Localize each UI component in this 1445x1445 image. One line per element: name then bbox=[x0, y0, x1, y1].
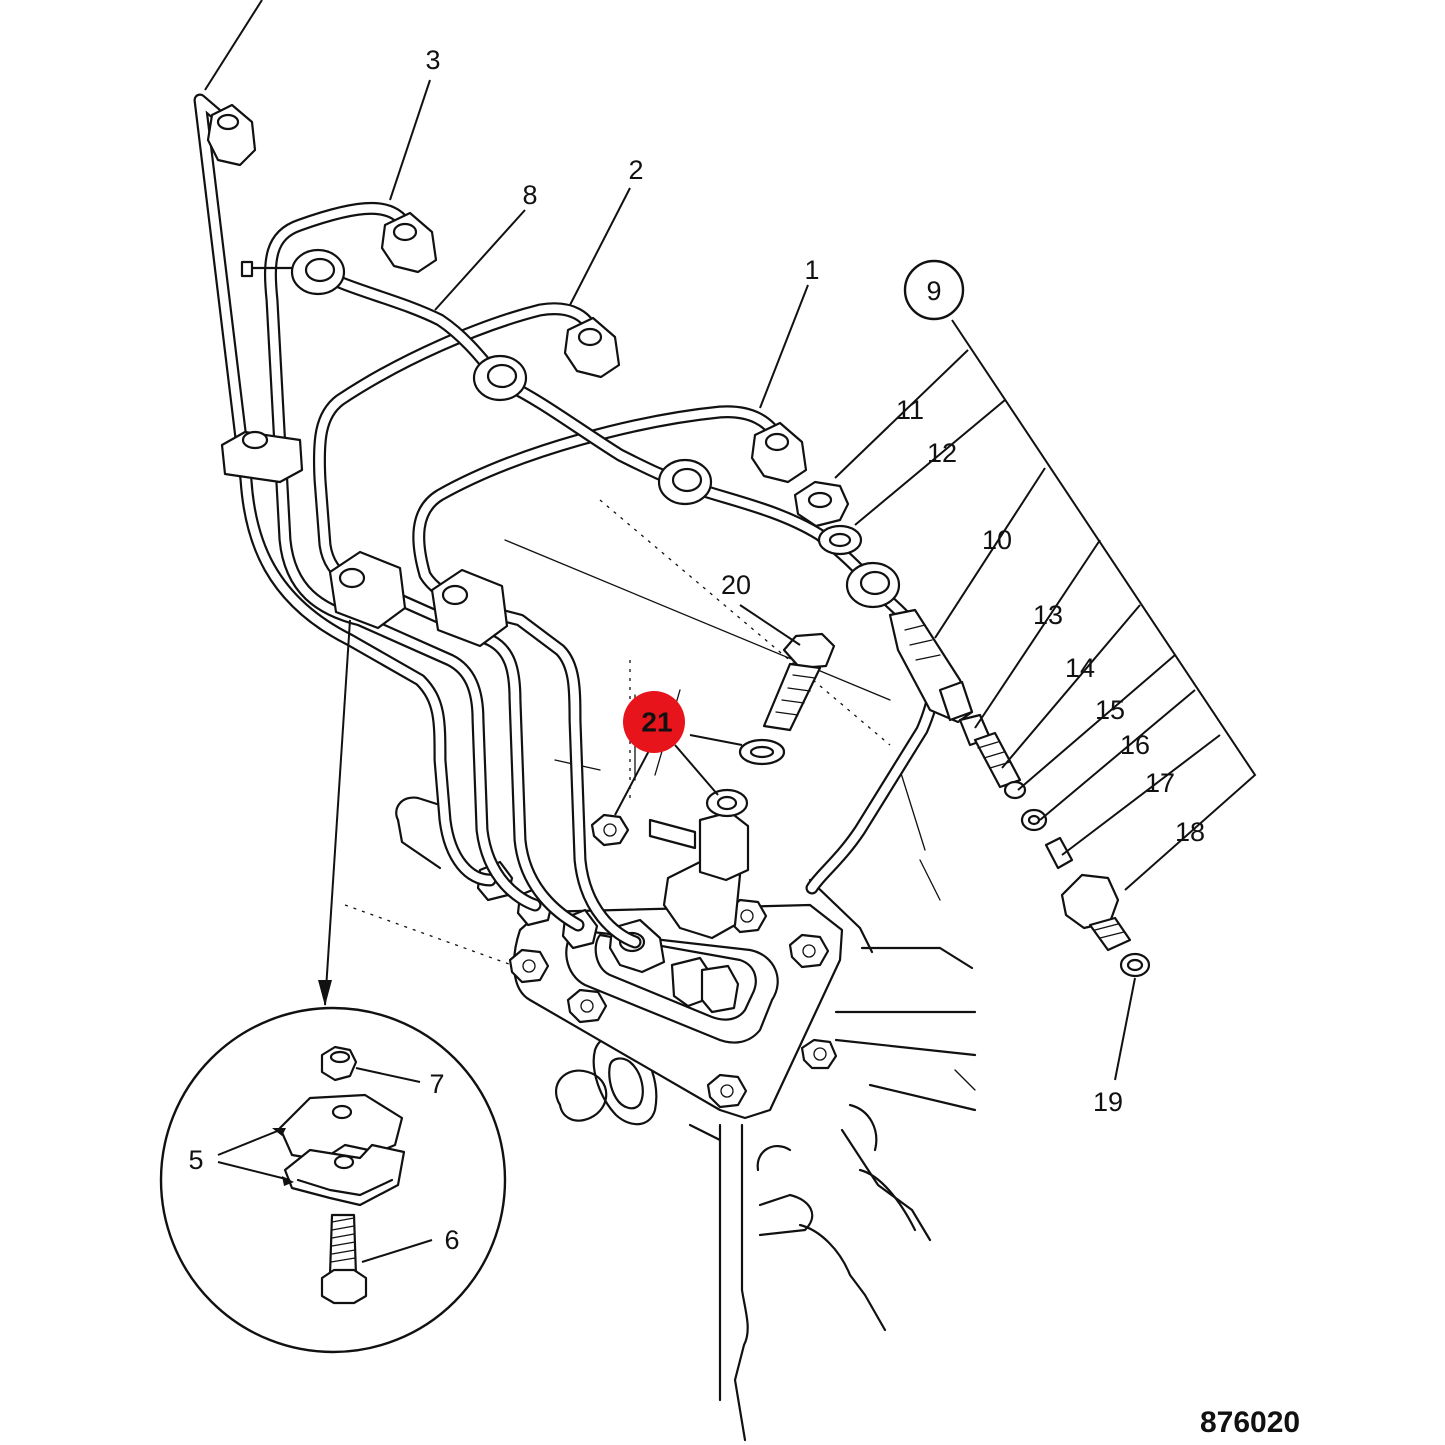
callout-2: 2 bbox=[628, 155, 643, 185]
leak-off-banjo-rings bbox=[240, 248, 901, 609]
figure-reference-number: 876020 bbox=[1200, 1406, 1300, 1439]
callout-12: 12 bbox=[927, 438, 957, 468]
callout-21-highlight bbox=[623, 691, 685, 753]
callout-7: 7 bbox=[429, 1069, 444, 1099]
callout-15: 15 bbox=[1095, 695, 1125, 725]
callout-1: 1 bbox=[804, 255, 819, 285]
callout-14: 14 bbox=[1065, 653, 1095, 683]
callout-18: 18 bbox=[1175, 817, 1205, 847]
banjo-fitting-assembly bbox=[648, 738, 786, 940]
callout-11: 11 bbox=[896, 395, 924, 425]
callout-5: 5 bbox=[188, 1145, 203, 1175]
callout-labels: 1 2 3 8 20 11 12 10 13 14 15 16 17 18 19… bbox=[188, 45, 1205, 1255]
callout-16: 16 bbox=[1120, 730, 1150, 760]
pipe-union-nuts bbox=[206, 103, 808, 484]
clamp-detail-inset bbox=[159, 1006, 507, 1354]
callout-3: 3 bbox=[425, 45, 440, 75]
callout-leaders bbox=[204, 0, 1257, 1081]
callout-10: 10 bbox=[982, 525, 1012, 555]
pump-mounting-bolts bbox=[508, 813, 838, 1109]
injector-pipes bbox=[193, 93, 942, 949]
callout-9: 9 bbox=[926, 276, 941, 306]
pipe-clamps bbox=[220, 430, 509, 648]
callout-19: 19 bbox=[1093, 1087, 1123, 1117]
callout-6: 6 bbox=[444, 1225, 459, 1255]
callout-21: 21 bbox=[641, 707, 672, 738]
injector-nozzle-exploded bbox=[793, 480, 1151, 978]
bolt-item-20 bbox=[762, 632, 836, 732]
callout-13: 13 bbox=[1033, 600, 1063, 630]
callout-9-ring bbox=[903, 259, 965, 321]
callout-20: 20 bbox=[721, 570, 751, 600]
callout-17: 17 bbox=[1145, 768, 1175, 798]
pump-flange-plate bbox=[512, 903, 844, 1120]
callout-8: 8 bbox=[522, 180, 537, 210]
